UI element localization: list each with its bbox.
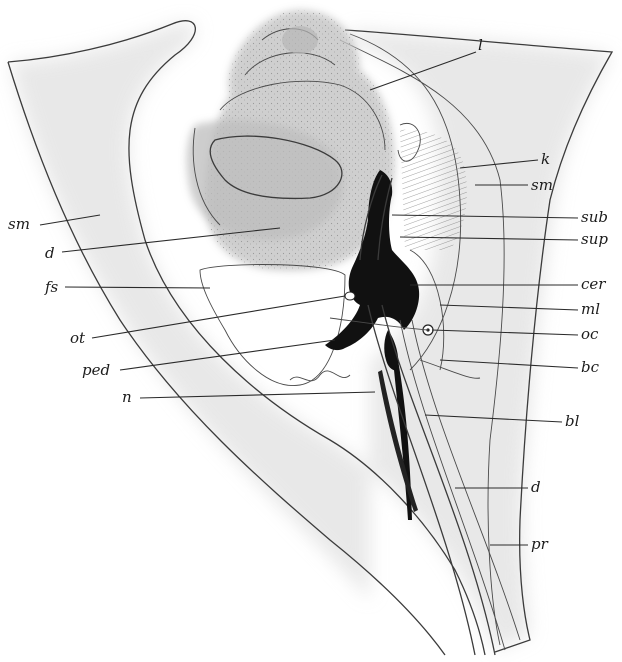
label-l: l (478, 36, 483, 54)
label-k: k (541, 150, 550, 168)
label-sm-right: sm (531, 176, 553, 194)
label-sup: sup (581, 230, 608, 248)
label-pr: pr (531, 535, 549, 553)
label-d-lower: d (531, 478, 541, 496)
label-n: n (122, 388, 132, 406)
label-bl: bl (565, 412, 580, 430)
label-oc: oc (581, 325, 599, 343)
label-ot: ot (70, 329, 86, 347)
label-bc: bc (581, 358, 600, 376)
label-sm-left: sm (8, 215, 30, 233)
label-sub: sub (581, 208, 608, 226)
label-ped: ped (82, 361, 110, 379)
label-ml: ml (581, 300, 600, 318)
label-cer: cer (581, 275, 606, 293)
label-d-upper: d (45, 244, 55, 262)
label-fs: fs (44, 278, 59, 296)
